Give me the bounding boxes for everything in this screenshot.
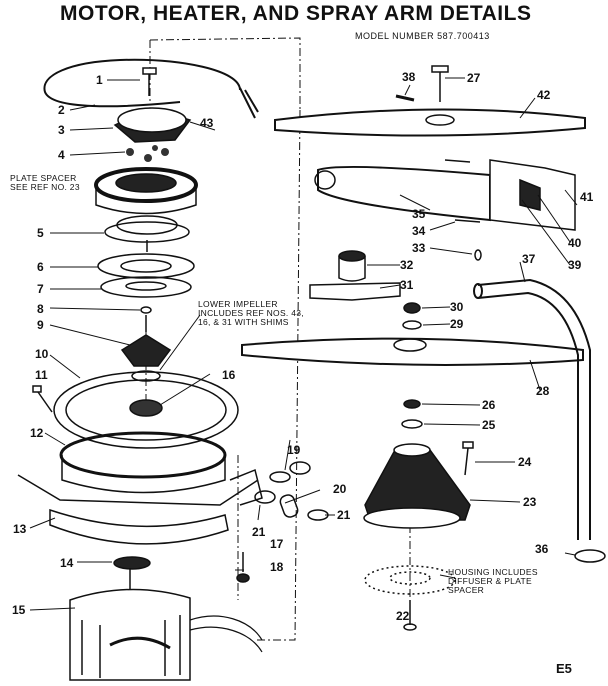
part-label-43: 43	[200, 116, 214, 130]
part-label-27: 27	[467, 71, 481, 85]
part-label-38: 38	[402, 70, 416, 84]
part-label-14: 14	[60, 556, 74, 570]
screw-part-24	[462, 441, 474, 476]
part-label-4: 4	[58, 148, 65, 162]
part-label-13: 13	[13, 522, 27, 536]
part-label-7: 7	[37, 282, 44, 296]
note-lower-impeller: LOWER IMPELLER INCLUDES REF NOS. 43, 16,…	[198, 300, 304, 327]
note-line: PLATE SPACER	[10, 173, 77, 183]
part-label-39: 39	[568, 258, 582, 272]
note-line: 16, & 31 WITH SHIMS	[198, 317, 289, 327]
part-label-30: 30	[450, 300, 464, 314]
note-line: SEE REF NO. 23	[10, 182, 80, 192]
bolt-part-27	[431, 65, 449, 102]
seal-part-36	[574, 549, 606, 563]
note-plate-spacer: PLATE SPACER SEE REF NO. 23	[10, 174, 80, 192]
spray-tower-part-35	[314, 159, 576, 231]
heater-element	[43, 58, 259, 119]
clip-part-38	[395, 94, 415, 102]
bolt-part-22	[403, 600, 417, 631]
part-label-21-left: 21	[252, 525, 266, 539]
washer-part-25	[401, 419, 423, 429]
part-label-21-right: 21	[337, 508, 351, 522]
pump-body-part-12	[17, 431, 263, 506]
part-label-5: 5	[37, 226, 44, 240]
part-label-40: 40	[568, 236, 582, 250]
part-label-17: 17	[270, 537, 284, 551]
part-label-36: 36	[535, 542, 549, 556]
part-label-31: 31	[400, 278, 414, 292]
washer-part-29	[402, 320, 422, 330]
part-label-35: 35	[412, 207, 426, 221]
diagram-title: MOTOR, HEATER, AND SPRAY ARM DETAILS	[60, 2, 532, 25]
note-line: DIFFUSER & PLATE	[448, 576, 532, 586]
part-label-2: 2	[58, 103, 65, 117]
plate-part-31	[309, 282, 401, 301]
chopper-pieces	[126, 145, 169, 162]
housing-part-23	[363, 443, 471, 529]
washer-part-8	[140, 306, 152, 314]
lower-spray-arm-part-28	[241, 337, 584, 366]
part-label-12: 12	[30, 426, 44, 440]
part-label-29: 29	[450, 317, 464, 331]
part-label-24: 24	[518, 455, 532, 469]
lower-impeller-part-9	[120, 315, 172, 367]
part-label-3: 3	[58, 123, 65, 137]
note-housing: HOUSING INCLUDES DIFFUSER & PLATE SPACER	[448, 568, 538, 595]
part-label-18: 18	[270, 560, 284, 574]
part-label-25: 25	[482, 418, 496, 432]
nut-part-30	[403, 302, 421, 314]
screw-part-18	[236, 552, 250, 583]
part-label-42: 42	[537, 88, 551, 102]
screws-part-34	[444, 159, 481, 223]
bushing-part-33	[474, 249, 482, 261]
part-label-15: 15	[12, 603, 26, 617]
part-label-32: 32	[400, 258, 414, 272]
part-label-9: 9	[37, 318, 44, 332]
part-label-26: 26	[482, 398, 496, 412]
seal-part-14	[113, 556, 151, 570]
part-label-41: 41	[580, 190, 594, 204]
gasket-part-7	[100, 276, 192, 298]
note-line: LOWER IMPELLER	[198, 299, 278, 309]
note-line: INCLUDES REF NOS. 43,	[198, 308, 304, 318]
note-line: HOUSING INCLUDES	[448, 567, 538, 577]
part-label-20: 20	[333, 482, 347, 496]
motor-part-15	[69, 568, 263, 681]
plate-part-13	[49, 508, 229, 545]
note-line: SPACER	[448, 585, 485, 595]
nut-part-26	[403, 399, 421, 409]
leader-lines	[29, 77, 578, 611]
part-label-10: 10	[35, 347, 49, 361]
seal-part-5	[104, 215, 190, 252]
upper-spray-arm-part-42	[274, 108, 586, 137]
part-label-34: 34	[412, 224, 426, 238]
part-label-22: 22	[396, 609, 410, 623]
plate-spacer	[94, 167, 198, 215]
diffuser-part-22	[364, 565, 456, 595]
part-label-6: 6	[37, 260, 44, 274]
part-label-1: 1	[96, 73, 103, 87]
part-label-11: 11	[35, 368, 48, 382]
part-label-16: 16	[222, 368, 236, 382]
part-label-8: 8	[37, 302, 44, 316]
part-label-19: 19	[287, 443, 301, 457]
part-label-23: 23	[523, 495, 537, 509]
upper-impeller	[113, 107, 192, 143]
model-number: MODEL NUMBER 587.700413	[355, 31, 490, 41]
part-label-37: 37	[522, 252, 536, 266]
sump-disk-part-10	[53, 370, 239, 449]
page-number: E5	[556, 661, 572, 676]
nut-part-32	[338, 250, 366, 282]
gasket-part-6	[97, 253, 195, 279]
hose-part-37	[473, 278, 591, 540]
part-label-33: 33	[412, 241, 426, 255]
bolt-part-1	[142, 67, 157, 96]
part-label-28: 28	[536, 384, 550, 398]
screw-part-11	[32, 385, 53, 413]
